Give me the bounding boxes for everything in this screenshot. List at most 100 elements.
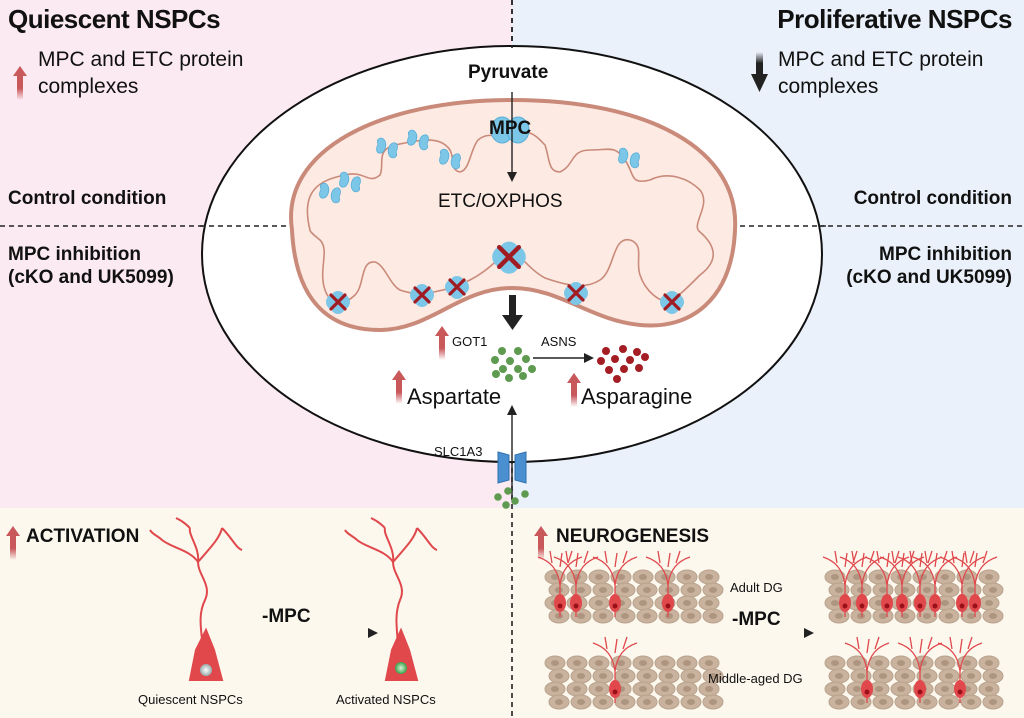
got1-label: GOT1 xyxy=(452,334,488,349)
granule-cell xyxy=(894,668,916,684)
activated-neuron xyxy=(344,517,438,681)
proliferative-inhibition-line1: MPC inhibition xyxy=(879,244,1012,265)
granule-cell xyxy=(636,608,658,624)
granule-cell xyxy=(982,608,1004,624)
granule-cell xyxy=(632,595,654,611)
newborn-neuron xyxy=(937,636,983,703)
granule-cell xyxy=(824,655,846,671)
granule-cell xyxy=(978,655,1000,671)
mpc-label: MPC xyxy=(489,118,532,139)
dentate-gyrus-tissue xyxy=(537,550,1004,710)
neurogenesis-title: NEUROGENESIS xyxy=(556,526,710,547)
quiescent-neuron xyxy=(149,517,243,681)
activated-nspcs-label: Activated NSPCs xyxy=(336,692,436,707)
asns-label: ASNS xyxy=(541,334,577,349)
activation-up-arrow-icon xyxy=(6,526,20,560)
proliferative-control-label: Control condition xyxy=(853,188,1012,209)
granule-cell xyxy=(566,681,588,697)
granule-cell xyxy=(890,681,912,697)
granule-cell xyxy=(614,694,636,710)
newborn-neuron xyxy=(645,550,691,617)
granule-cell xyxy=(680,668,702,684)
granule-cell xyxy=(544,655,566,671)
adult-dg-label: Adult DG xyxy=(730,580,783,595)
granule-cell xyxy=(978,681,1000,697)
activation-title: ACTIVATION xyxy=(26,526,140,547)
granule-cell xyxy=(824,681,846,697)
activation-mpc-label: -MPC xyxy=(262,606,311,627)
granule-cell xyxy=(680,582,702,598)
granule-cell xyxy=(636,582,658,598)
granule-cell xyxy=(614,668,636,684)
middle-aged-dg-control xyxy=(544,636,724,710)
slc1a3-label: SLC1A3 xyxy=(434,444,483,459)
granule-cell xyxy=(872,668,894,684)
newborn-neuron xyxy=(952,550,998,617)
granule-cell xyxy=(592,608,614,624)
newborn-neuron xyxy=(879,550,925,617)
activation-arrow xyxy=(368,628,378,638)
granule-cell xyxy=(702,608,724,624)
granule-cell xyxy=(676,569,698,585)
granule-cell xyxy=(636,668,658,684)
proliferative-change-line2: complexes xyxy=(778,75,879,98)
granule-cell xyxy=(894,608,916,624)
asparagine-label: Asparagine xyxy=(581,384,693,409)
granule-cell xyxy=(658,694,680,710)
granule-cell xyxy=(658,668,680,684)
middle-aged-dg-mpc-ko xyxy=(824,636,1004,710)
granule-cell xyxy=(632,655,654,671)
granule-cell xyxy=(588,655,610,671)
granule-cell xyxy=(654,681,676,697)
granule-cell xyxy=(982,668,1004,684)
aspartate-label: Aspartate xyxy=(407,384,502,409)
granule-cell xyxy=(676,681,698,697)
proliferative-title: Proliferative NSPCs xyxy=(777,4,1012,34)
granule-cell xyxy=(680,694,702,710)
granule-cell xyxy=(934,569,956,585)
proliferative-inhibition-line2: (cKO and UK5099) xyxy=(846,267,1012,288)
granule-cell xyxy=(978,595,1000,611)
neurogenesis-mpc-label: -MPC xyxy=(732,609,781,630)
granule-cell xyxy=(960,668,982,684)
granule-cell xyxy=(872,694,894,710)
granule-cell xyxy=(698,569,720,585)
newborn-neuron xyxy=(537,550,583,617)
granule-cell xyxy=(676,655,698,671)
granule-cell xyxy=(566,655,588,671)
granule-cell xyxy=(614,582,636,598)
granule-cell xyxy=(868,655,890,671)
up-arrow-icon xyxy=(13,66,27,100)
granule-cell xyxy=(846,655,868,671)
slc1a3-transporter xyxy=(497,451,527,484)
granule-cell xyxy=(614,608,636,624)
granule-cell xyxy=(828,668,850,684)
granule-cell xyxy=(938,608,960,624)
granule-cell xyxy=(824,569,846,585)
granule-cell xyxy=(894,694,916,710)
granule-cell xyxy=(894,582,916,598)
newborn-neuron xyxy=(592,636,638,703)
newborn-neuron xyxy=(822,550,868,617)
granule-cell xyxy=(698,595,720,611)
granule-cell xyxy=(592,668,614,684)
granule-cell xyxy=(828,694,850,710)
newborn-neuron xyxy=(839,550,885,617)
down-arrow-icon xyxy=(751,52,768,92)
newborn-neuron xyxy=(553,550,599,617)
aspartate-dots xyxy=(491,347,536,382)
uptake-arrow xyxy=(507,405,517,415)
granule-cell xyxy=(592,694,614,710)
granule-cell xyxy=(632,569,654,585)
granule-cell xyxy=(938,694,960,710)
granule-cell xyxy=(570,668,592,684)
pyruvate-label: Pyruvate xyxy=(468,62,549,83)
proliferative-change-line1: MPC and ETC protein xyxy=(778,48,984,71)
granule-cell xyxy=(702,582,724,598)
etc-oxphos-label: ETC/OXPHOS xyxy=(438,191,563,212)
granule-cell xyxy=(676,595,698,611)
middle-aged-dg-label: Middle-aged DG xyxy=(708,671,803,686)
mito-output-arrow xyxy=(502,315,523,330)
granule-cell xyxy=(938,668,960,684)
granule-cell xyxy=(934,655,956,671)
